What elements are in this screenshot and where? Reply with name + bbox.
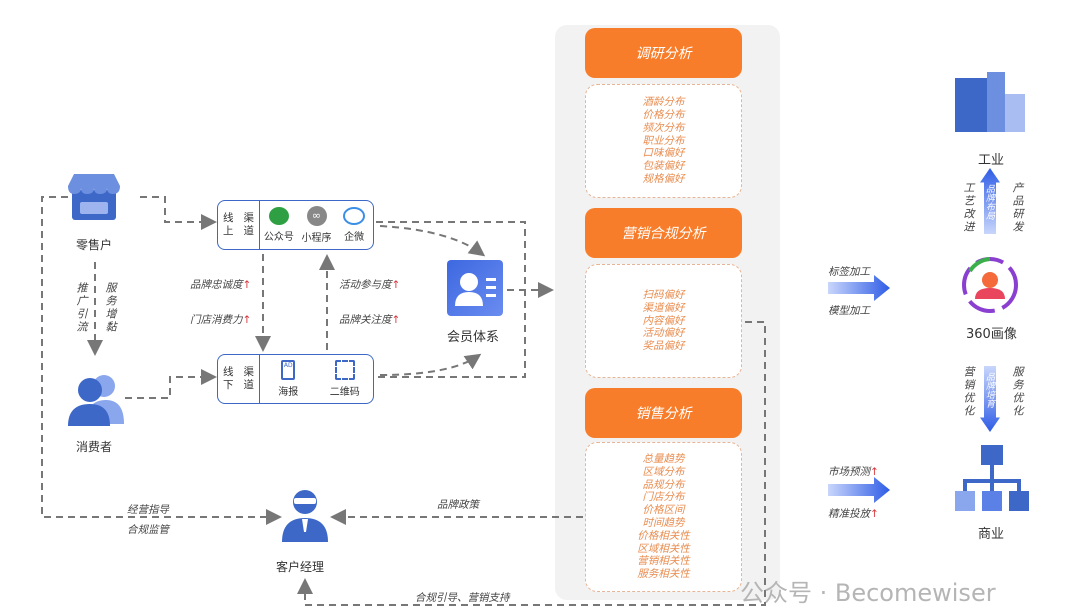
brand-policy-label: 品牌政策 xyxy=(437,499,479,511)
mini-program[interactable]: ∞小程序 xyxy=(298,201,336,249)
attention-label: 品牌关注度↑ xyxy=(339,314,401,326)
brand-layout-label: 品牌布局 xyxy=(984,184,994,220)
retailer-label: 零售户 xyxy=(76,238,113,252)
online-channel-title: 线上渠道 xyxy=(218,201,260,249)
store-spend-label: 门店消费力↑ xyxy=(190,314,252,326)
sales-analysis-list: 总量趋势区域分布品规分布门店分布价格区间时间趋势价格相关性区域相关性营销相关性服… xyxy=(585,442,742,592)
brand-nurture-label: 品牌培育 xyxy=(984,372,994,408)
qr-code-icon xyxy=(334,360,355,380)
brand-nurture-arrow xyxy=(980,366,1000,432)
member-label: 会员体系 xyxy=(447,330,500,345)
member-card-icon xyxy=(447,260,503,316)
industry-label: 工业 xyxy=(978,153,1005,168)
commerce-hierarchy-icon xyxy=(955,445,1029,512)
craft-label: 工艺改进 xyxy=(962,182,975,234)
loyalty-label: 品牌忠诚度↑ xyxy=(190,279,252,291)
research-analysis-list: 酒龄分布价格分布频次分布职业分布口味偏好包装偏好规格偏好 xyxy=(585,84,742,198)
wecom-icon xyxy=(343,207,366,225)
consumer-label: 消费者 xyxy=(76,440,113,454)
official-account[interactable]: 公众号 xyxy=(260,201,298,249)
model-process-label: 模型加工 xyxy=(828,305,870,317)
tag-process-label: 标签加工 xyxy=(828,266,870,278)
commerce-label: 商业 xyxy=(978,527,1005,542)
manager-label: 客户经理 xyxy=(276,560,325,574)
bottom-support-label: 合规引导、营销支持 xyxy=(415,592,510,604)
brand-layout-arrow xyxy=(980,168,1000,234)
promote-label: 推广引流 xyxy=(75,282,88,334)
account-manager-icon xyxy=(280,488,330,542)
wechat-icon xyxy=(268,207,289,225)
marketing-opt-label: 营销优化 xyxy=(962,366,975,418)
poster-icon: AD xyxy=(281,360,296,380)
offline-channel-title: 线下渠道 xyxy=(218,355,260,403)
activity-label: 活动参与度↑ xyxy=(339,279,401,291)
online-channel-box[interactable]: 线上渠道 公众号 ∞小程序 企微 xyxy=(217,200,374,250)
industry-building-icon xyxy=(953,72,1027,132)
delivery-arrow-icon xyxy=(828,477,890,503)
market-forecast-label: 市场预测↑ xyxy=(828,466,879,478)
marketing-compliance-list: 扫码偏好渠道偏好内容偏好活动偏好奖品偏好 xyxy=(585,264,742,378)
research-analysis-header: 调研分析 xyxy=(585,28,742,78)
guide-label: 经营指导 xyxy=(127,504,169,516)
mini-program-icon: ∞ xyxy=(306,206,327,226)
qr-code[interactable]: 二维码 xyxy=(317,355,374,403)
store-icon xyxy=(68,172,120,222)
portrait-label: 360画像 xyxy=(966,327,1017,342)
service-label: 服务增黏 xyxy=(104,282,117,334)
compliance-label: 合规监管 xyxy=(127,524,169,536)
precise-delivery-label: 精准投放↑ xyxy=(828,508,879,520)
marketing-compliance-header: 营销合规分析 xyxy=(585,208,742,258)
service-opt-label: 服务优化 xyxy=(1011,366,1024,418)
wecom[interactable]: 企微 xyxy=(335,201,373,249)
consumer-icon xyxy=(68,372,124,426)
process-arrow-icon xyxy=(828,275,890,301)
rnd-label: 产品研发 xyxy=(1011,182,1024,234)
sales-analysis-header: 销售分析 xyxy=(585,388,742,438)
watermark: 公众号 · Becomewiser xyxy=(740,579,996,607)
portrait-360-icon xyxy=(960,255,1020,315)
